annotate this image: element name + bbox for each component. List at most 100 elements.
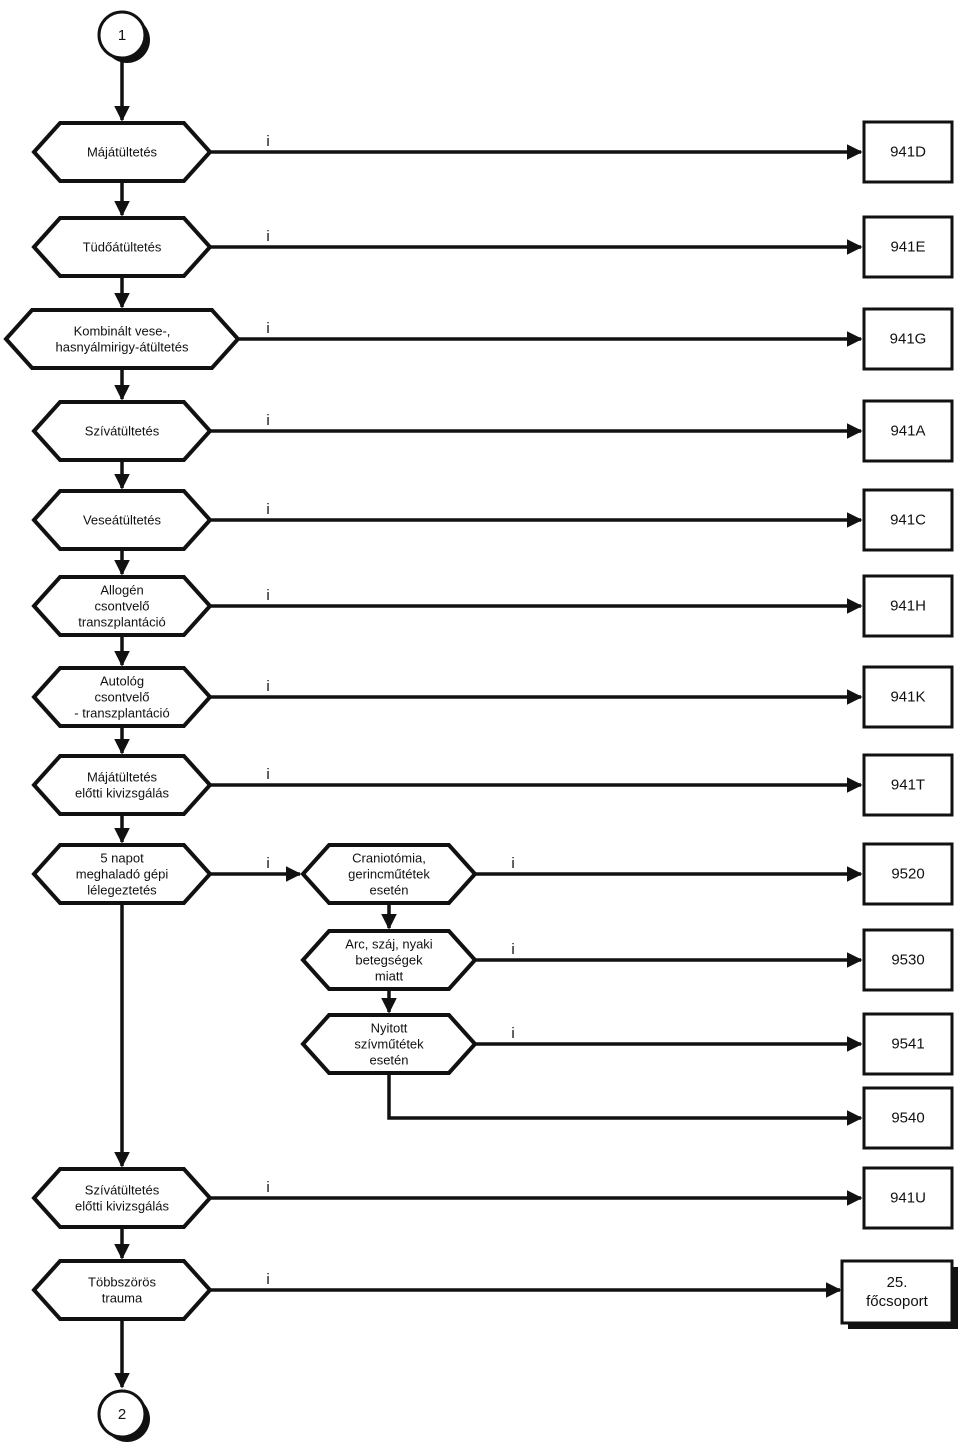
decision-label: esetén — [369, 883, 408, 898]
decision-node-3: Szívátültetés — [31, 400, 213, 462]
code-label: 9541 — [891, 1036, 924, 1053]
decision-label: gerincműtétek — [348, 867, 430, 882]
code-label: 9540 — [891, 1110, 924, 1127]
code-box — [862, 399, 954, 463]
decision-label: Szívátültetés — [85, 1183, 160, 1198]
code-box-9: 941U — [862, 1166, 954, 1230]
decision-label: esetén — [369, 1053, 408, 1068]
code-box — [862, 665, 954, 729]
decision-label: Nyitott — [371, 1021, 408, 1036]
code-box — [862, 928, 954, 992]
decision-node-2: Kombinált vese-,hasnyálmirigy-átültetés — [3, 308, 241, 370]
code-label: 9530 — [891, 952, 924, 969]
decision-label: Veseátültetés — [83, 513, 162, 528]
decision-hexagon — [31, 121, 213, 183]
code-box-0: 941D — [862, 120, 954, 184]
connector-label: 1 — [118, 27, 126, 44]
code-box — [862, 215, 954, 279]
code-label: 941H — [890, 598, 926, 615]
branch-label-i: i — [511, 941, 514, 958]
decision-label: - transzplantáció — [74, 706, 169, 721]
decision-label: betegségek — [355, 953, 423, 968]
decision-label: Kombinált vese-, — [74, 324, 171, 339]
decision-label: Arc, száj, nyaki — [345, 937, 433, 952]
connector-circle — [97, 10, 147, 60]
decision-label: miatt — [375, 969, 404, 984]
branch-label-i: i — [266, 1271, 269, 1288]
code-box — [862, 1012, 954, 1076]
decision-label: Craniotómia, — [352, 851, 426, 866]
sub-code-box-2: 9541 — [862, 1012, 954, 1076]
decision-label: hasnyálmirigy-átültetés — [56, 340, 189, 355]
branch-label-i: i — [266, 133, 269, 150]
code-box-3: 941A — [862, 399, 954, 463]
decision-label: Allogén — [100, 583, 143, 598]
decision-label: trauma — [102, 1291, 143, 1306]
start-connector: 1 — [97, 10, 150, 63]
branch-label-i: i — [266, 587, 269, 604]
main-group-box: 25. főcsoport — [840, 1259, 958, 1329]
sub-code-box-0: 9520 — [862, 842, 954, 906]
code-label: 941K — [890, 689, 925, 706]
decision-node-0: Májátültetés — [31, 121, 213, 183]
code-label: 941U — [890, 1190, 926, 1207]
decision-hexagon — [31, 400, 213, 462]
branch-label-i: i — [266, 501, 269, 518]
decision-label: 5 napot — [100, 851, 144, 866]
connector-label: 2 — [118, 1406, 126, 1423]
decision-label: csontvelő — [95, 599, 150, 614]
decision-label: szívműtétek — [354, 1037, 424, 1052]
branch-label-i: i — [266, 766, 269, 783]
code-box-6: 941K — [862, 665, 954, 729]
end-connector: 2 — [97, 1389, 150, 1442]
connector-circle — [97, 1389, 147, 1439]
decision-label: előtti kivizsgálás — [75, 786, 169, 801]
decision-label: csontvelő — [95, 690, 150, 705]
code-box — [862, 120, 954, 184]
no-branch — [387, 1073, 863, 1126]
code-label: 9520 — [891, 866, 924, 883]
code-box — [862, 488, 954, 552]
code-box — [862, 574, 954, 638]
decision-hexagon — [31, 666, 213, 728]
decision-hexagon — [300, 843, 478, 905]
decision-label: Májátültetés — [87, 145, 158, 160]
decision-hexagon — [31, 575, 213, 637]
decision-label: transzplantáció — [78, 615, 165, 630]
branch-label-i: i — [266, 1179, 269, 1196]
decision-label: előtti kivizsgálás — [75, 1199, 169, 1214]
code-label: 941G — [890, 331, 927, 348]
code-label: főcsoport — [866, 1293, 929, 1310]
decision-hexagon — [300, 929, 478, 991]
branch-label-i: i — [266, 678, 269, 695]
decision-hexagon — [31, 216, 213, 278]
branch-label-i: i — [266, 228, 269, 245]
code-box-2: 941G — [862, 307, 954, 371]
code-label: 25. — [887, 1274, 908, 1291]
code-box — [862, 307, 954, 371]
code-box — [862, 1086, 954, 1150]
branch-label-i: i — [511, 1025, 514, 1042]
code-box — [840, 1259, 954, 1325]
decision-label: Tüdőátültetés — [83, 240, 162, 255]
branch-label-i: i — [266, 855, 269, 872]
decision-node-1: Tüdőátültetés — [31, 216, 213, 278]
code-box — [862, 842, 954, 906]
decision-label: Autológ — [100, 674, 144, 689]
code-box-7: 941T — [862, 753, 954, 817]
branch-label-i: i — [266, 320, 269, 337]
code-box — [862, 1166, 954, 1230]
branch-label-i: i — [511, 855, 514, 872]
decision-label: lélegeztetés — [87, 883, 157, 898]
sub-code-box-1: 9530 — [862, 928, 954, 992]
code-label: 941T — [891, 777, 925, 794]
code-label: 941A — [890, 423, 925, 440]
